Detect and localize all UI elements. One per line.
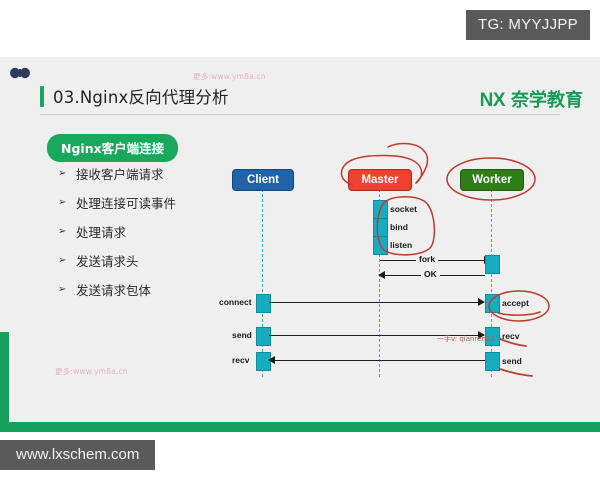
arrowhead-left-recv <box>268 356 275 364</box>
arrowhead-left-ok <box>378 271 385 279</box>
logo-mark: NX <box>479 90 506 111</box>
arrow-bullet-icon: ➢ <box>58 167 67 179</box>
arrow-bullet-icon: ➢ <box>58 225 67 237</box>
list-item-label: 处理连接可读事件 <box>76 196 177 211</box>
brand-logo: NX 奈学教育 <box>480 86 583 112</box>
participant-worker: Worker <box>460 169 524 191</box>
activation-master-bind <box>373 218 388 237</box>
watermark-text-bottom: 更多:www.ym8a.cn <box>55 367 128 376</box>
sequence-diagram: Client Master Worker socket bind listen … <box>0 57 600 432</box>
list-item-label: 发送请求包体 <box>76 283 152 298</box>
slide-bottom-band <box>0 422 600 432</box>
arrowhead-right-send <box>478 331 485 339</box>
label-accept: accept <box>502 298 529 308</box>
activation-worker-send <box>485 352 500 371</box>
message-line-connect <box>269 302 484 303</box>
handwritten-note: 一手v: qianren03 <box>437 335 495 343</box>
activation-client-connect <box>256 294 271 313</box>
message-line-recv <box>270 360 485 361</box>
slide-header: 03.Nginx反向代理分析 <box>40 84 229 108</box>
list-item: ➢ 处理请求 <box>58 222 238 241</box>
page-title: 03.Nginx反向代理分析 <box>53 88 229 107</box>
list-item-label: 处理请求 <box>76 225 127 240</box>
list-item: ➢ 接收客户端请求 <box>58 164 238 183</box>
arrow-bullet-icon: ➢ <box>58 254 67 266</box>
label-socket: socket <box>390 204 417 214</box>
label-recv-worker: recv <box>502 331 520 341</box>
label-send-worker: send <box>502 356 522 366</box>
slide-left-band <box>0 332 9 432</box>
activation-master-listen <box>373 236 388 255</box>
watermark-text-top: 更多:www.ym8a.cn <box>193 72 266 81</box>
message-label-ok: OK <box>421 269 440 279</box>
tg-watermark-badge: TG: MYYJJPP <box>466 10 590 40</box>
participant-client: Client <box>232 169 294 191</box>
activation-worker-accept <box>485 294 500 313</box>
label-connect: connect <box>219 297 252 307</box>
arrow-bullet-icon: ➢ <box>58 196 67 208</box>
label-recv-client: recv <box>232 355 250 365</box>
label-listen: listen <box>390 240 413 250</box>
lifeline-master <box>379 189 380 377</box>
section-pill: Nginx客户端连接 <box>47 134 179 162</box>
list-item-label: 接收客户端请求 <box>76 167 164 182</box>
butterfly-icon <box>9 66 31 79</box>
slide-canvas: 更多:www.ym8a.cn 更多:www.ym8a.cn 03.Nginx反向… <box>0 57 600 432</box>
list-item: ➢ 发送请求包体 <box>58 280 238 299</box>
bullet-list: ➢ 接收客户端请求 ➢ 处理连接可读事件 ➢ 处理请求 ➢ 发送请求头 ➢ 发送… <box>58 164 238 309</box>
list-item: ➢ 处理连接可读事件 <box>58 193 238 212</box>
lifeline-client <box>262 189 263 377</box>
site-watermark-badge: www.lxschem.com <box>0 440 156 470</box>
logo-name: 奈学教育 <box>511 90 583 111</box>
handdrawn-annotations <box>340 142 550 377</box>
activation-master-socket <box>373 200 388 219</box>
list-item-label: 发送请求头 <box>76 254 139 269</box>
list-item: ➢ 发送请求头 <box>58 251 238 270</box>
participant-master: Master <box>348 169 412 191</box>
label-bind: bind <box>390 222 408 232</box>
title-accent-bar <box>40 85 44 107</box>
activation-worker-recv <box>485 327 500 346</box>
lifeline-worker <box>491 189 492 377</box>
activation-client-send <box>256 327 271 346</box>
header-divider <box>40 114 560 115</box>
activation-worker-fork <box>485 255 500 274</box>
message-line-send <box>269 335 484 336</box>
arrowhead-right-connect <box>478 298 485 306</box>
arrow-bullet-icon: ➢ <box>58 283 67 295</box>
label-send-client: send <box>232 330 252 340</box>
message-label-fork: fork <box>416 254 439 264</box>
